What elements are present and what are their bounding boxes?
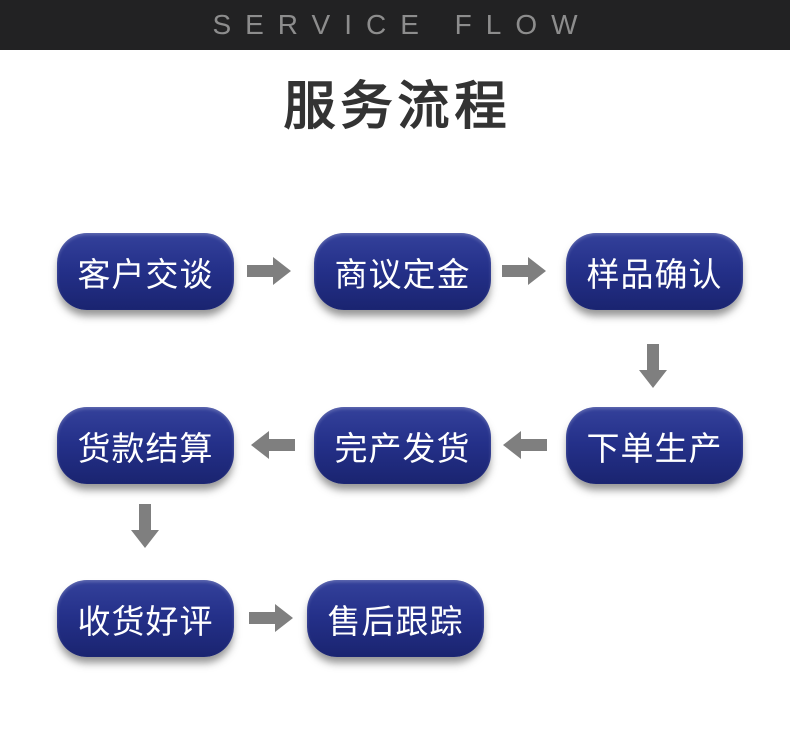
page-title: 服务流程 xyxy=(283,78,512,136)
header-bar: SERVICE FLOW xyxy=(0,0,790,50)
header-title: SERVICE FLOW xyxy=(212,9,592,40)
flow-node-shipment: 完产发货 xyxy=(314,407,491,484)
flow-node-sample-confirm: 样品确认 xyxy=(566,233,743,310)
arrow-down-icon xyxy=(123,504,167,548)
flow-node-receipt-review: 收货好评 xyxy=(57,580,234,657)
flow-node-deposit-negotiation: 商议定金 xyxy=(314,233,491,310)
arrow-right-icon xyxy=(249,604,293,632)
arrow-right-icon xyxy=(502,257,546,285)
arrow-right-icon xyxy=(247,257,291,285)
flow-node-production-order: 下单生产 xyxy=(566,407,743,484)
arrow-down-icon xyxy=(631,344,675,388)
flow-node-payment-settlement: 货款结算 xyxy=(57,407,234,484)
flow-node-customer-talk: 客户交谈 xyxy=(57,233,234,310)
arrow-left-icon xyxy=(503,431,547,459)
flow-node-after-sales: 售后跟踪 xyxy=(307,580,484,657)
arrow-left-icon xyxy=(251,431,295,459)
